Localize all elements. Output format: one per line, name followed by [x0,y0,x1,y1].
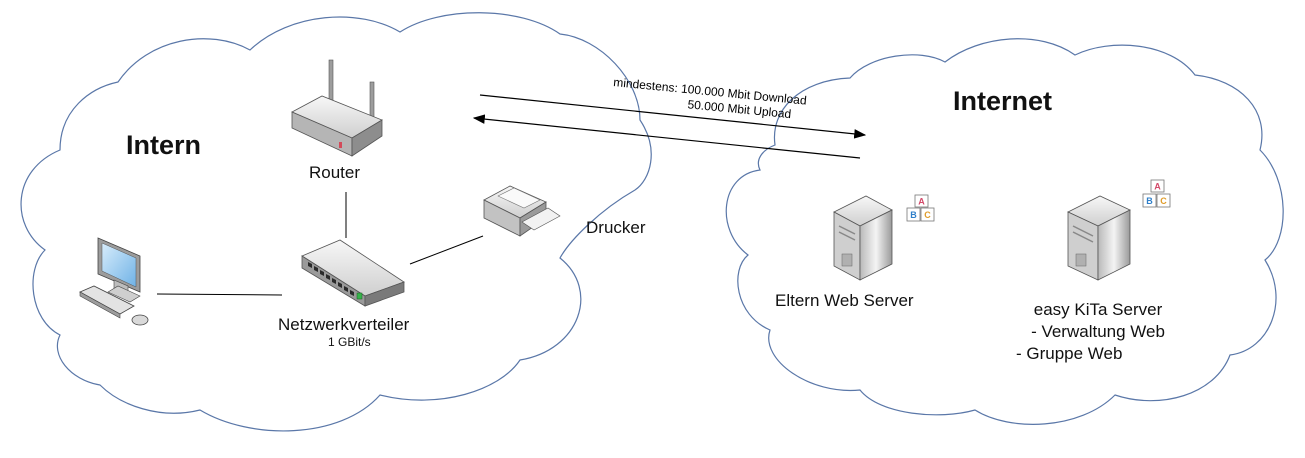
kita-server-icon [1067,195,1131,281]
router-icon [291,59,383,157]
eltern-server-label: Eltern Web Server [775,291,914,310]
computer-icon [79,237,149,326]
switch-label: Netzwerkverteiler [278,315,410,334]
internet-title: Internet [953,86,1053,116]
switch-speed-label: 1 GBit/s [328,335,371,349]
kita-service-item: - Verwaltung Web [1031,322,1165,341]
kita-service-item: - Gruppe Web [1016,344,1123,363]
printer-label: Drucker [586,218,646,237]
router-label: Router [309,163,361,182]
link-switch-printer [409,235,484,265]
abc-letter: B [910,210,917,220]
switch-icon [301,239,405,307]
abc-letter: A [1154,182,1161,192]
abc-blocks-icon: A B C [906,194,935,222]
intern-title: Intern [126,130,202,160]
printer-icon [483,185,561,237]
abc-letter: C [924,210,931,220]
link-switch-pc [156,293,283,296]
abc-blocks-icon: A B C [1142,179,1171,208]
kita-server-label-block: easy KiTa Server - Verwaltung Web - Grup… [1012,299,1184,365]
upload-arrow [472,114,861,159]
download-arrow [479,94,867,139]
abc-letter: B [1146,196,1153,206]
abc-letter: A [918,197,925,207]
kita-server-label: easy KiTa Server [1033,300,1163,319]
eltern-server-icon [833,195,893,281]
intern-cloud [20,12,652,432]
abc-letter: C [1160,196,1167,206]
